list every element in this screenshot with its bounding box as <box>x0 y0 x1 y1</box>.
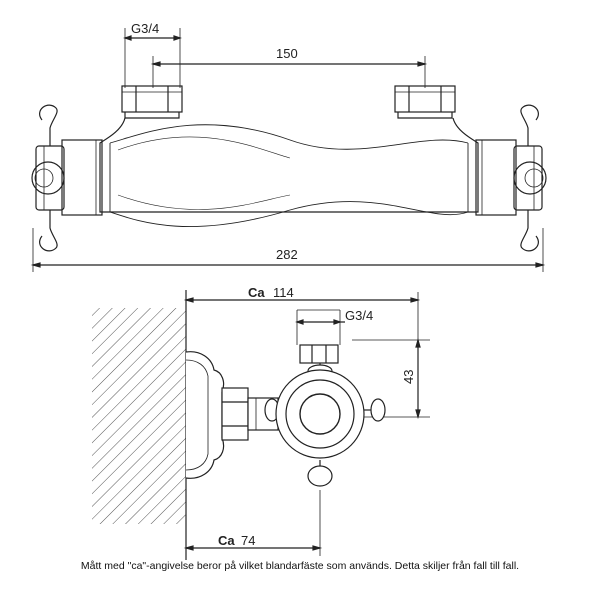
right-handle-icon <box>513 104 547 252</box>
handle-cross-icon <box>264 363 386 487</box>
side-height-dimension: 43 <box>401 370 416 384</box>
wall-bracket <box>185 351 225 479</box>
side-wall-value: 74 <box>241 533 255 548</box>
side-view <box>92 290 430 560</box>
left-side-housing <box>35 139 103 216</box>
side-depth-value: 114 <box>273 285 294 300</box>
top-center-dimension: 150 <box>276 46 298 61</box>
right-side-housing <box>475 139 543 216</box>
top-thread-dimension: G3/4 <box>131 21 159 36</box>
caption-note: Mått med "ca"-angivelse beror på vilket … <box>80 560 520 572</box>
side-depth-prefix: Ca <box>248 285 265 300</box>
right-connection-nut <box>394 85 456 119</box>
top-connection-nut <box>299 344 339 364</box>
wall-hatching <box>92 308 186 524</box>
top-view <box>30 28 547 272</box>
side-wall-prefix: Ca <box>218 533 235 548</box>
side-thread-dimension: G3/4 <box>345 308 373 323</box>
left-connection-nut <box>121 85 183 119</box>
mixer-body <box>99 117 479 227</box>
top-total-dimension: 282 <box>276 247 298 262</box>
left-handle-icon <box>31 104 65 252</box>
